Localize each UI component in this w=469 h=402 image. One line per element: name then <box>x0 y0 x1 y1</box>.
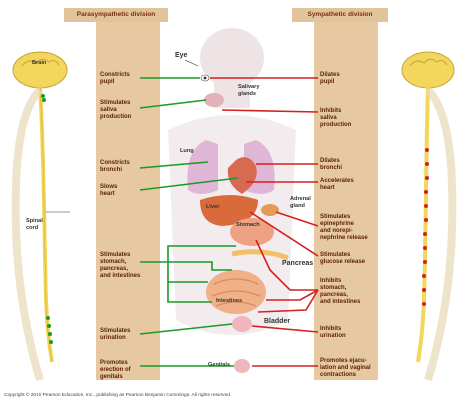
label-promotes-erection: Promotes erection of genitals <box>100 360 131 381</box>
right-brain-spine <box>402 52 454 380</box>
spinal-cord-label: Spinal cord <box>26 218 43 232</box>
organ-adrenal-label: Adrenal gland <box>290 196 311 210</box>
label-stimulates-digestion: Stimulates stomach, pancreas, and intest… <box>100 252 140 280</box>
label-constricts-bronchi: Constricts bronchi <box>100 160 130 174</box>
label-inhibits-digestion: Inhibits stomach, pancreas, and intestin… <box>320 278 360 306</box>
organ-lung-label: Lung <box>180 148 194 154</box>
organ-salivary-label: Salivary glands <box>238 84 259 98</box>
organ-pancreas-label: Pancreas <box>282 260 313 267</box>
label-inhibits-urination: Inhibits urination <box>320 326 346 340</box>
label-inhibits-saliva: Inhibits saliva production <box>320 108 351 129</box>
brain-label: Brain <box>32 60 46 66</box>
organ-bladder-label: Bladder <box>264 318 290 325</box>
label-constricts-pupil: Constricts pupil <box>100 72 130 86</box>
label-dilates-pupil: Dilates pupil <box>320 72 340 86</box>
label-stimulates-epinephrine: Stimulates epinephrine and norepi- nephr… <box>320 214 368 242</box>
copyright-footer: Copyright © 2010 Pearson Education, Inc.… <box>4 393 231 398</box>
organ-genitals-label: Genitals <box>208 362 230 368</box>
label-stimulates-glucose: Stimulates glucose release <box>320 252 365 266</box>
label-stimulates-saliva: Stimulates saliva production <box>100 100 131 121</box>
organ-stomach-label: Stomach <box>236 222 260 228</box>
label-stimulates-urination: Stimulates urination <box>100 328 130 342</box>
left-brain-spine <box>13 52 70 380</box>
label-accelerates-heart: Accelerates heart <box>320 178 354 192</box>
label-dilates-bronchi: Dilates bronchi <box>320 158 342 172</box>
organ-intestines-label: Intestines <box>216 298 242 304</box>
label-promotes-ejaculation: Promotes ejacu- lation and vaginal contr… <box>320 358 371 379</box>
organ-liver-label: Liver <box>206 204 219 210</box>
organ-eye-label: Eye <box>175 52 187 59</box>
label-slows-heart: Slows heart <box>100 184 117 198</box>
